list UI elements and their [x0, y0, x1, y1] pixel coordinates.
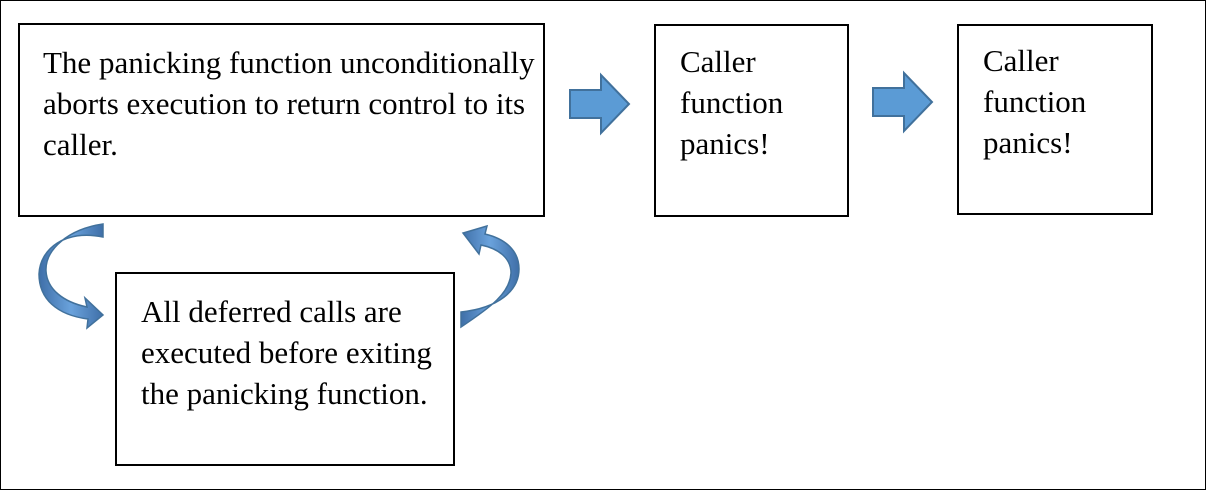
caller-function-box-1: Caller function panics!: [654, 24, 849, 217]
caller-function-text-2: Caller function panics!: [983, 43, 1087, 160]
deferred-calls-text: All deferred calls are executed before e…: [141, 294, 432, 411]
curved-up-arrow-icon: [460, 224, 520, 329]
right-arrow-icon: [569, 72, 631, 136]
caller-function-text-1: Caller function panics!: [680, 44, 784, 161]
curved-down-arrow-icon: [38, 223, 105, 330]
caller-function-box-2: Caller function panics!: [957, 24, 1153, 215]
panicking-function-box: The panicking function unconditionally a…: [18, 23, 545, 217]
deferred-calls-box: All deferred calls are executed before e…: [115, 272, 455, 466]
panicking-function-text: The panicking function unconditionally a…: [43, 45, 535, 162]
right-arrow-icon: [872, 70, 934, 134]
